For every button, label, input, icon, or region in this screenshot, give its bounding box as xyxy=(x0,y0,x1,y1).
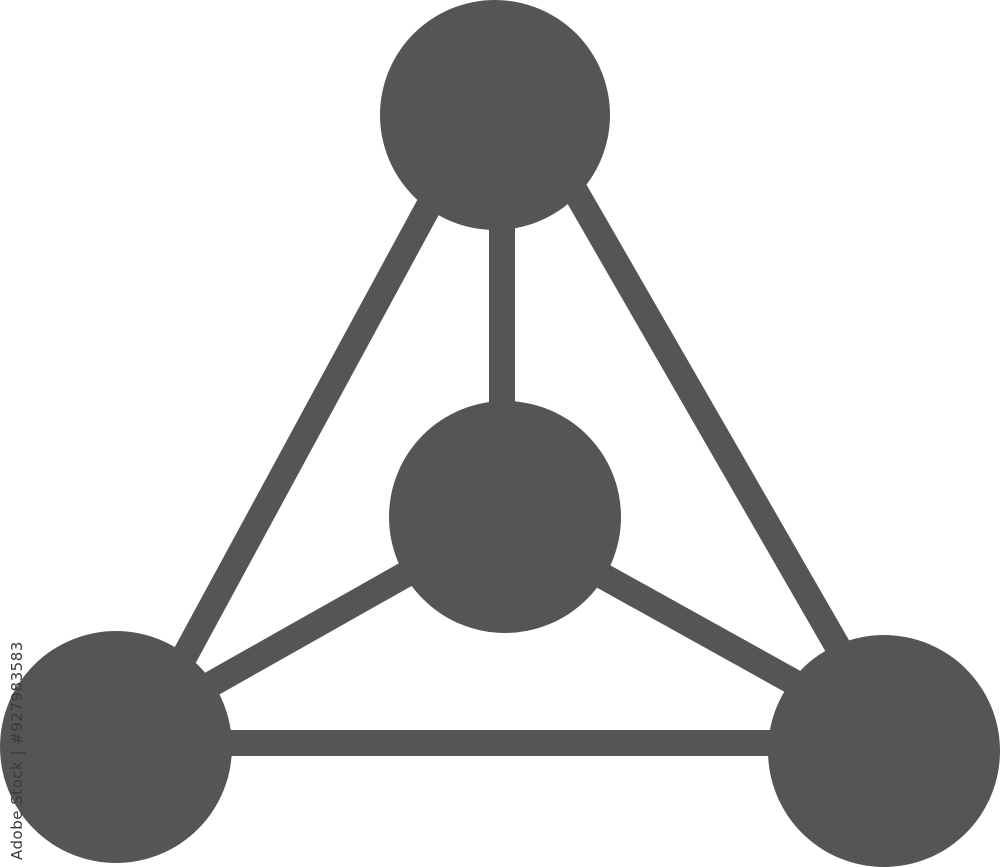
atom-top xyxy=(380,0,610,230)
atom-bottom-right xyxy=(768,635,1000,867)
atom-bottom-left xyxy=(0,631,232,863)
atom-center xyxy=(389,401,621,633)
bond-top-left xyxy=(138,123,482,727)
bond-top-right xyxy=(528,123,892,727)
